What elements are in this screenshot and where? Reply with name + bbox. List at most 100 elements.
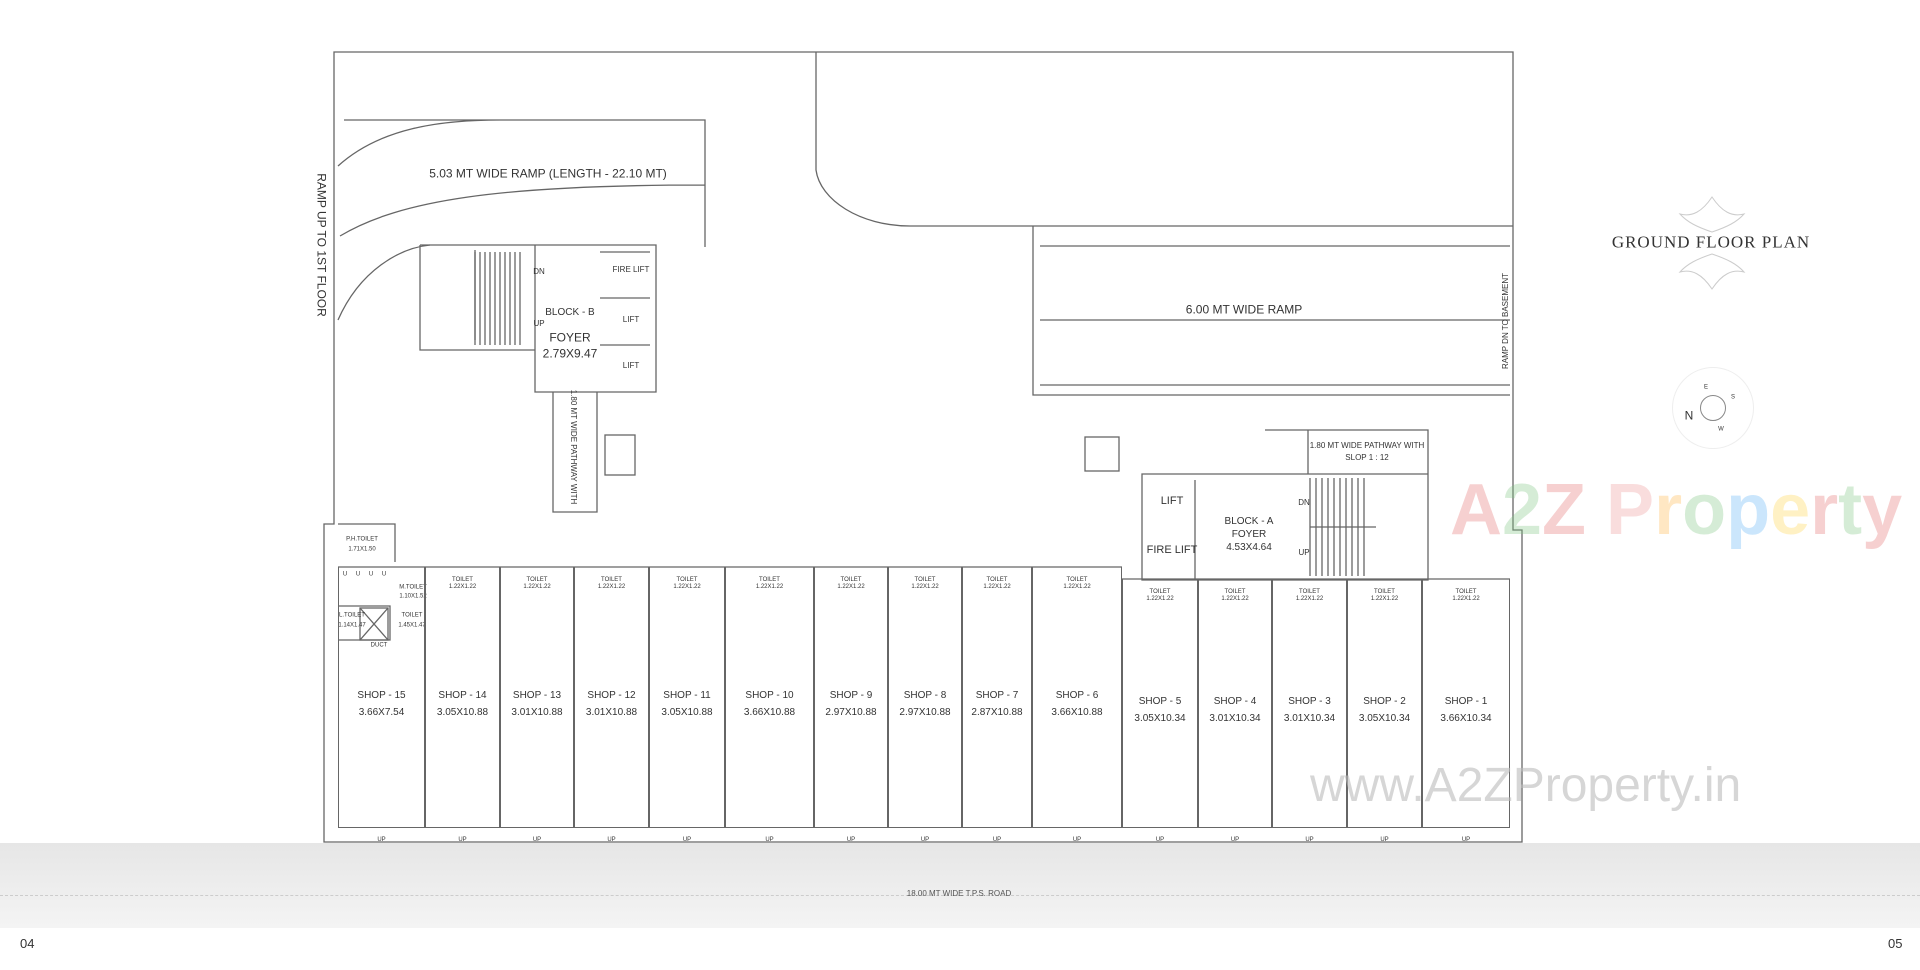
shop-name: SHOP - 2 <box>1363 696 1406 708</box>
shop-name: SHOP - 8 <box>903 689 947 701</box>
duct-cross <box>359 607 389 641</box>
ornament-icon <box>1678 196 1746 290</box>
shop-name: SHOP - 6 <box>1055 689 1099 701</box>
toilet-dims: 1.22X1.22 <box>1221 596 1249 603</box>
shop-label: SHOP - 10 3.66X10.88 <box>726 687 813 721</box>
toilet-label: TOILET <box>1299 589 1320 595</box>
road-label: 18.00 MT WIDE T.P.S. ROAD <box>906 889 1012 898</box>
shop-label: SHOP - 5 3.05X10.34 <box>1123 693 1197 727</box>
shop-dims: 3.66X10.88 <box>1051 706 1103 718</box>
shop-dims: 2.87X10.88 <box>971 706 1023 718</box>
shop-name: SHOP - 10 <box>745 689 794 701</box>
toilet-label: TOILET <box>526 577 548 583</box>
toilet-label: TOILET <box>1149 589 1171 595</box>
shop-dims: 2.97X10.88 <box>899 706 951 718</box>
m-toilet-dims: 1.10X1.52 <box>399 593 427 600</box>
urinal-3: U <box>368 571 374 578</box>
road-band <box>0 843 1920 928</box>
toilet-label: TOILET <box>401 612 423 619</box>
shop-dims: 3.05X10.88 <box>661 706 713 718</box>
l-toilet-dims: 1.14X1.47 <box>338 622 366 629</box>
shop-name: SHOP - 15 <box>357 689 406 701</box>
shop-entry-up: UP <box>920 837 930 843</box>
block-b-lift-1: LIFT <box>622 315 640 324</box>
ramp-top-label: 5.03 MT WIDE RAMP (LENGTH - 22.10 MT) <box>429 166 667 181</box>
l-toilet: L.TOILET <box>339 612 365 619</box>
shop-dims: 3.05X10.34 <box>1134 713 1186 725</box>
toilet-dims: 1.22X1.22 <box>911 584 939 591</box>
shop-entry-up: UP <box>1380 837 1389 843</box>
block-b-foyer: FOYER <box>549 330 591 345</box>
block-b-fire-lift: FIRE LIFT <box>612 265 650 274</box>
shop-dims: 3.05X10.34 <box>1358 713 1411 725</box>
toilet-label: TOILET <box>1455 589 1477 595</box>
toilet-label: TOILET <box>452 577 473 583</box>
shop-entry-up: UP <box>1305 837 1314 843</box>
block-a-name: BLOCK - A <box>1224 515 1274 527</box>
block-b-pathway: 1.80 MT WIDE PATHWAY WITH <box>569 389 578 505</box>
compass-s: S <box>1730 394 1736 401</box>
shop-dims: 3.01X10.88 <box>511 706 563 718</box>
shop-dims: 3.05X10.88 <box>436 706 489 718</box>
block-a-lift: LIFT <box>1160 495 1184 508</box>
block-b-lift-2: LIFT <box>622 361 640 370</box>
shop-dims: 3.01X10.34 <box>1209 713 1261 725</box>
toilet-dims: 1.22X1.22 <box>1452 596 1480 603</box>
duct <box>359 607 389 641</box>
block-a-pathway-2: SLOP 1 : 12 <box>1345 453 1389 462</box>
ramp-top-walls <box>337 52 1513 321</box>
toilet-dims: 1.22X1.22 <box>983 584 1011 591</box>
toilet-dims: 1.22X1.22 <box>1146 596 1174 603</box>
block-a-foyer: FOYER <box>1231 528 1267 540</box>
shop-name: SHOP - 1 <box>1444 696 1488 708</box>
shop-entry-up: UP <box>992 837 1002 843</box>
shop-label: SHOP - 8 2.97X10.88 <box>889 687 961 721</box>
watermark-logo: A2Z Property <box>1450 470 1903 550</box>
urinal-4: U <box>381 571 387 578</box>
toilet-dims: 1.22X1.22 <box>1370 596 1399 603</box>
shop-entry-up: UP <box>1072 837 1082 843</box>
toilet-dims: 1.22X1.22 <box>755 584 784 591</box>
shop-entry-up: UP <box>377 837 386 843</box>
toilet-dims: 1.22X1.22 <box>673 584 701 591</box>
watermark-url: www.A2ZProperty.in <box>1310 759 1742 812</box>
shop-name: SHOP - 11 <box>663 689 711 701</box>
block-a-dn: DN <box>1298 498 1310 507</box>
shop-entry-up: UP <box>607 837 616 843</box>
shop-entry-up: UP <box>458 837 467 843</box>
void-1 <box>604 434 636 476</box>
toilet-dims: 1.22X1.22 <box>1063 584 1091 591</box>
shop-name: SHOP - 5 <box>1138 696 1182 708</box>
compass-w: W <box>1718 426 1724 433</box>
shop-label: SHOP - 2 3.05X10.34 <box>1348 693 1421 727</box>
shop-dims: 3.66X10.88 <box>743 706 796 718</box>
toilet-label: TOILET <box>676 577 698 583</box>
block-b-name: BLOCK - B <box>545 306 595 318</box>
outer-boundary <box>323 51 1523 843</box>
shop-name: SHOP - 13 <box>512 689 562 701</box>
shop-entry-up: UP <box>532 837 542 843</box>
page-number-right: 05 <box>1888 936 1903 951</box>
shop-name: SHOP - 9 <box>829 689 873 701</box>
toilet-label: TOILET <box>1066 577 1088 583</box>
